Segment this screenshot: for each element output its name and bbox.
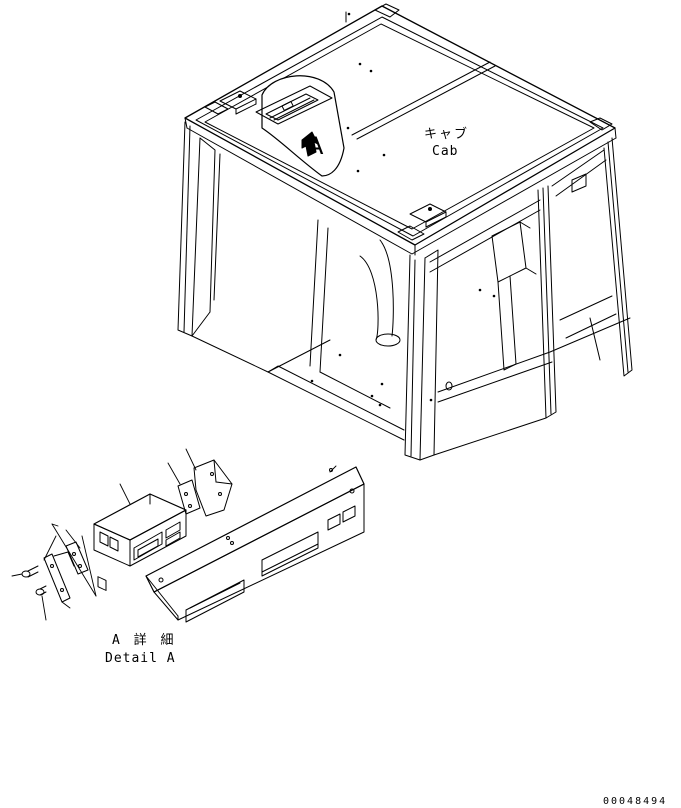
detail-a-label-jp: A 詳 細 bbox=[112, 633, 177, 648]
cab-label-en: Cab bbox=[432, 144, 459, 159]
drawing-number: 00048494 bbox=[603, 796, 668, 807]
roof-plate bbox=[219, 90, 257, 115]
detail-a-panel bbox=[145, 466, 365, 623]
detail-a-lower-bracket bbox=[21, 541, 89, 603]
detail-a-callout-bubble bbox=[255, 75, 345, 177]
detail-a-controller-unit bbox=[93, 493, 187, 591]
cab-roof bbox=[184, 3, 617, 256]
cab-frame bbox=[177, 121, 633, 461]
cab-label-jp: キャブ bbox=[424, 127, 470, 142]
roof-plate bbox=[409, 203, 447, 228]
callout-letter: A bbox=[307, 132, 324, 160]
detail-a-bracket bbox=[177, 459, 233, 517]
leader-lines bbox=[11, 448, 337, 621]
detail-a-label-en: Detail A bbox=[105, 651, 176, 666]
